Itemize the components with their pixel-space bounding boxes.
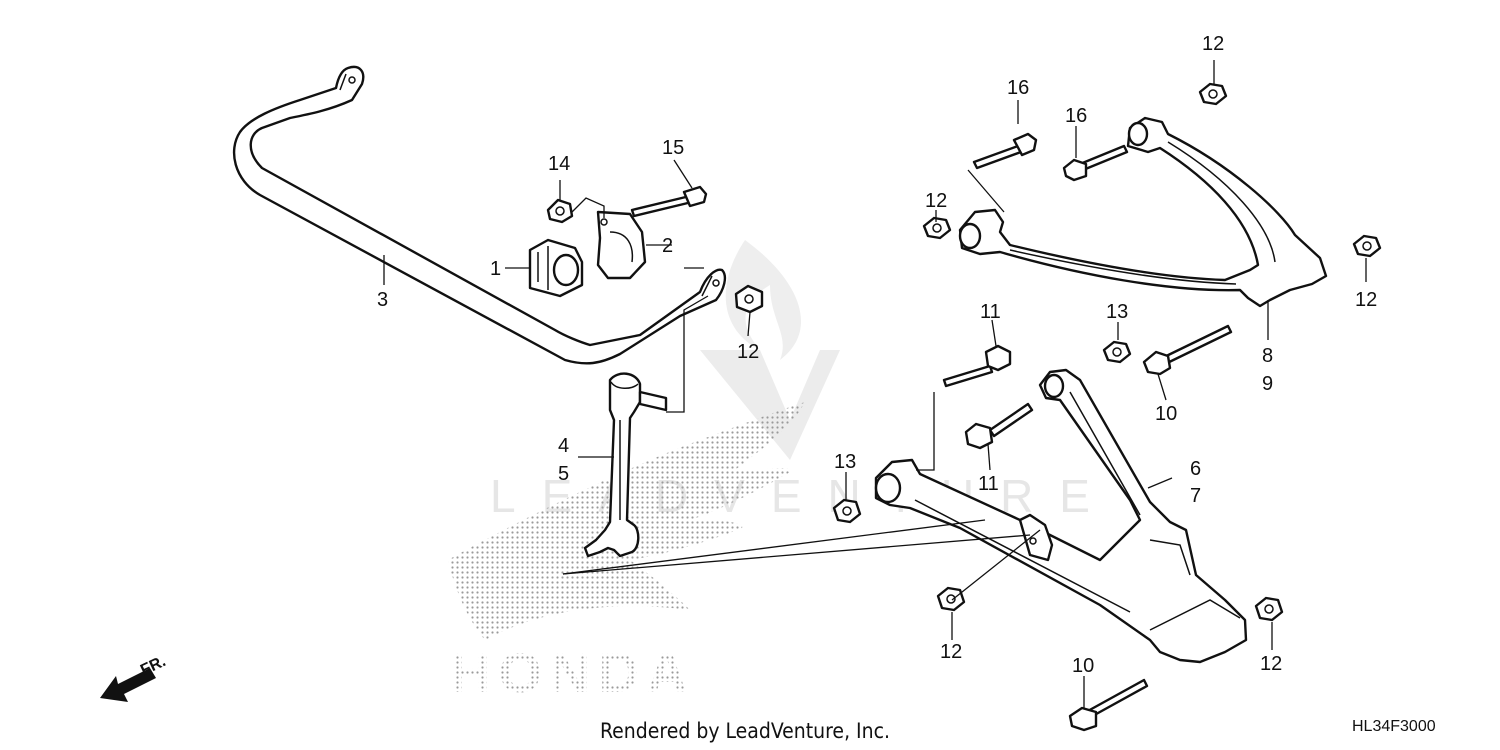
callout-12-right: 12 bbox=[1355, 289, 1377, 311]
watermark: LEADVENTURE bbox=[490, 240, 1090, 522]
flange-bolt-16b[interactable] bbox=[1062, 144, 1129, 182]
callout-16-left: 16 bbox=[1007, 77, 1029, 99]
front-arrow-icon bbox=[100, 668, 156, 702]
callout-10-upper: 10 bbox=[1155, 403, 1177, 425]
callout-9: 9 bbox=[1262, 373, 1273, 395]
lower-arm[interactable] bbox=[874, 368, 1248, 664]
stabilizer-bushing[interactable] bbox=[528, 238, 584, 298]
flange-bolt-11-middle[interactable] bbox=[964, 402, 1034, 450]
callout-7: 7 bbox=[1190, 485, 1201, 507]
upper-arm[interactable] bbox=[958, 116, 1328, 308]
flange-bolt-11-upper[interactable] bbox=[942, 344, 1012, 388]
callouts: 1 2 3 4 5 6 7 8 9 10 10 11 11 12 12 12 1… bbox=[377, 33, 1377, 677]
callout-8: 8 bbox=[1262, 345, 1273, 367]
stabilizer-link[interactable] bbox=[583, 372, 668, 558]
front-direction-label: FR. bbox=[138, 653, 169, 679]
callout-3: 3 bbox=[377, 289, 388, 311]
callout-12-lower-left: 12 bbox=[940, 641, 962, 663]
callout-15: 15 bbox=[662, 137, 684, 159]
leader-lines bbox=[383, 60, 1367, 708]
nut-13-lower[interactable] bbox=[832, 498, 862, 524]
callout-12-lower-right: 12 bbox=[1260, 653, 1282, 675]
flange-bolt-10-lower[interactable] bbox=[1068, 678, 1149, 732]
flange-nut-12-bar[interactable] bbox=[734, 284, 764, 314]
callout-12-bar: 12 bbox=[737, 341, 759, 363]
flange-nut-12-left[interactable] bbox=[922, 216, 952, 240]
callout-1: 1 bbox=[490, 258, 501, 280]
flange-bolt-16a[interactable] bbox=[972, 132, 1038, 170]
callout-13-lower: 13 bbox=[834, 451, 856, 473]
front-direction-indicator: FR. bbox=[100, 653, 169, 702]
callout-12-top: 12 bbox=[1202, 33, 1224, 55]
honda-brand-mark-text: HONDA bbox=[450, 641, 695, 704]
flange-bolt-10-upper[interactable] bbox=[1142, 324, 1233, 376]
nut-13-upper[interactable] bbox=[1102, 340, 1132, 364]
callout-5: 5 bbox=[558, 463, 569, 485]
callout-10-lower: 10 bbox=[1072, 655, 1094, 677]
stabilizer-bar[interactable] bbox=[232, 65, 727, 365]
footer-credit: Rendered by LeadVenture, Inc. bbox=[600, 719, 890, 743]
callout-16-right: 16 bbox=[1065, 105, 1087, 127]
flange-bolt-15[interactable] bbox=[630, 185, 708, 218]
callout-13-upper: 13 bbox=[1106, 301, 1128, 323]
bushing-holder[interactable] bbox=[596, 210, 647, 280]
flange-nut-12-lower-left[interactable] bbox=[936, 586, 966, 612]
callout-2: 2 bbox=[662, 235, 673, 257]
callout-12-left: 12 bbox=[925, 190, 947, 212]
flange-nut-12-top[interactable] bbox=[1198, 82, 1228, 106]
callout-11-upper: 11 bbox=[980, 301, 1001, 323]
flange-nut-12-lower-right[interactable] bbox=[1254, 596, 1284, 622]
flange-nut-12-right[interactable] bbox=[1352, 234, 1382, 258]
callout-14: 14 bbox=[548, 153, 570, 175]
callout-11-middle: 11 bbox=[978, 473, 999, 495]
callout-6: 6 bbox=[1190, 458, 1201, 480]
diagram-code: HL34F3000 bbox=[1352, 718, 1436, 735]
flange-nut-14[interactable] bbox=[546, 198, 574, 224]
callout-4: 4 bbox=[558, 435, 569, 457]
